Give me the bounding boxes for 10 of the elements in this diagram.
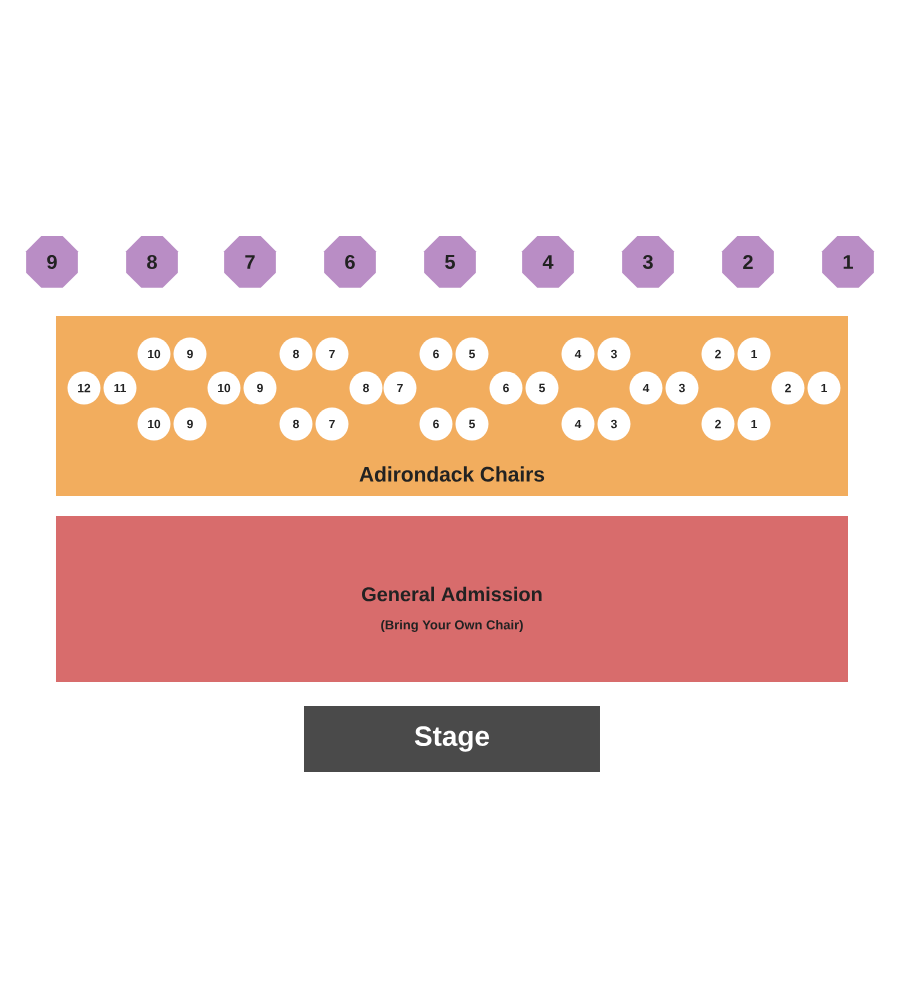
table-octagon: 3 bbox=[622, 236, 674, 288]
table-octagon: 8 bbox=[126, 236, 178, 288]
table-octagon: 7 bbox=[224, 236, 276, 288]
table-octagon: 9 bbox=[26, 236, 78, 288]
table-octagon: 4 bbox=[522, 236, 574, 288]
table-octagon: 6 bbox=[324, 236, 376, 288]
table-octagon: 5 bbox=[424, 236, 476, 288]
table-octagon: 1 bbox=[822, 236, 874, 288]
table-octagon: 2 bbox=[722, 236, 774, 288]
stage: Stage bbox=[304, 706, 600, 772]
